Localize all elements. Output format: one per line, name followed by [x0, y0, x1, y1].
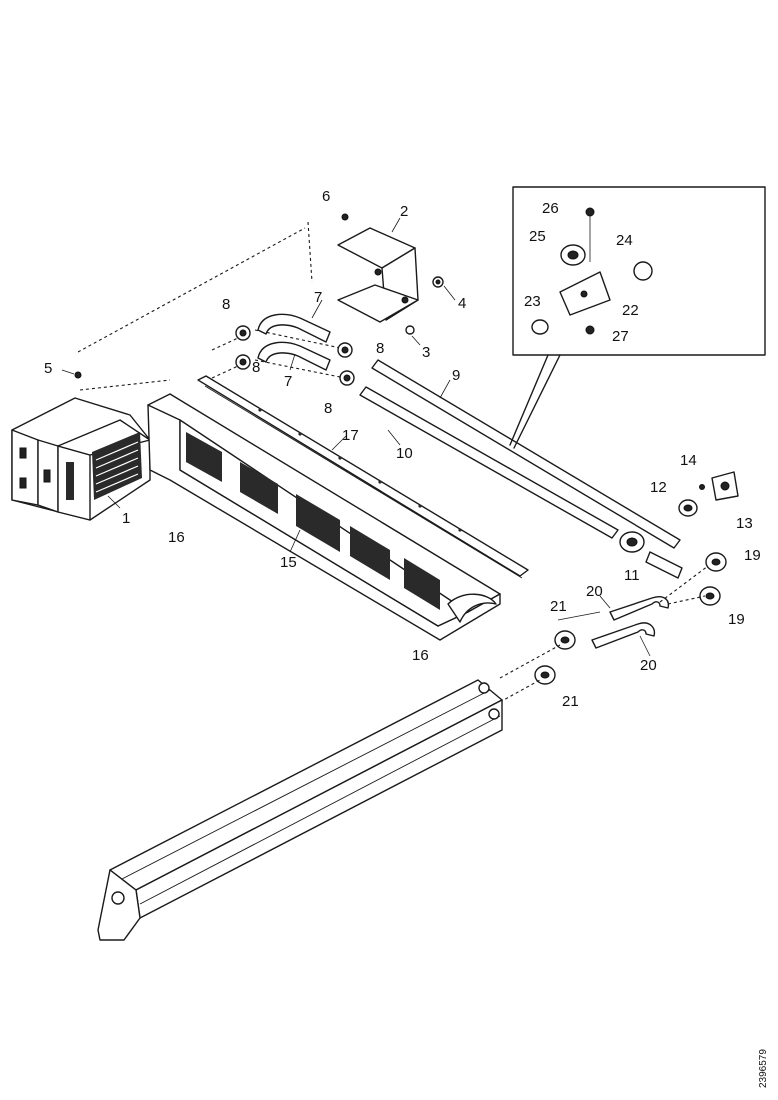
callout-19a: 19	[744, 547, 761, 564]
detail-inset	[509, 186, 766, 449]
heater-grille	[66, 432, 142, 500]
callout-8d: 8	[324, 400, 332, 417]
callout-25: 25	[529, 228, 546, 245]
dash-to-16	[557, 611, 601, 621]
callout-22: 22	[622, 302, 639, 319]
rail-17	[197, 375, 529, 579]
callout-8b: 8	[252, 359, 260, 376]
hoses-7	[257, 313, 331, 371]
tubes-9-10	[359, 359, 681, 549]
callout-16a: 16	[168, 529, 185, 546]
clamps-21	[534, 630, 576, 685]
clip-23	[531, 319, 549, 335]
callout-24: 24	[616, 232, 633, 249]
washer-3	[405, 325, 415, 335]
callout-12: 12	[650, 479, 667, 496]
fasteners-small	[74, 213, 444, 379]
couplings-right	[619, 471, 739, 606]
callout-7a: 7	[314, 289, 322, 306]
callout-11: 11	[624, 567, 640, 584]
callout-13: 13	[736, 515, 753, 532]
cap-24	[633, 261, 653, 281]
callout-17: 17	[342, 427, 359, 444]
callout-1: 1	[122, 510, 130, 527]
callout-14: 14	[680, 452, 697, 469]
mounting-bracket	[337, 227, 419, 323]
callout-8a: 8	[222, 296, 230, 313]
screw-5	[74, 371, 82, 379]
callout-27: 27	[612, 328, 629, 345]
callout-8c: 8	[376, 340, 384, 357]
document-number: 2396579	[758, 1049, 769, 1088]
callout-16b: 16	[412, 647, 429, 664]
callout-9: 9	[452, 367, 460, 384]
clamps-8	[235, 325, 355, 386]
duct-grilles	[186, 432, 440, 610]
callout-20b: 20	[640, 657, 657, 674]
callout-6: 6	[322, 188, 330, 205]
screw-6	[341, 213, 349, 221]
callout-19b: 19	[728, 611, 745, 628]
callout-3: 3	[422, 344, 430, 361]
leader-lines	[61, 217, 651, 657]
callout-20a: 20	[586, 583, 603, 600]
lower-long-duct	[97, 644, 561, 941]
callout-23: 23	[524, 293, 541, 310]
callout-26: 26	[542, 200, 559, 217]
callout-7b: 7	[284, 373, 292, 390]
screw-26	[585, 207, 595, 217]
callouts: 1 2 3 4 5 6 7 7 8 8 8 8 9 10 11 12 13 14…	[44, 188, 761, 710]
callout-2: 2	[400, 203, 408, 220]
callout-15: 15	[280, 554, 297, 571]
duct-15	[147, 393, 501, 641]
callout-5: 5	[44, 360, 52, 377]
assembly-dashed-lines	[77, 221, 351, 391]
callout-21a: 21	[550, 598, 567, 615]
heater-unit	[11, 397, 151, 521]
hoses-20	[591, 565, 709, 649]
callout-21b: 21	[562, 693, 579, 710]
nut-27	[585, 325, 595, 335]
callout-4: 4	[458, 295, 466, 312]
callout-10: 10	[396, 445, 413, 462]
